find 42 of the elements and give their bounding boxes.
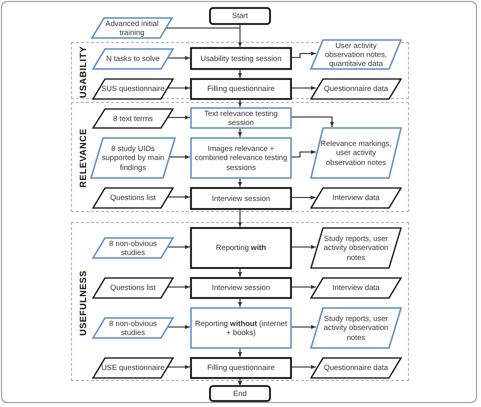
section-heading: RELEVANCE (78, 128, 88, 188)
section-panel (71, 222, 409, 381)
data-parallelogram (311, 40, 401, 69)
data-parallelogram (93, 318, 173, 338)
arrow (166, 28, 242, 48)
terminal-box (210, 386, 270, 401)
process-box (191, 278, 291, 298)
terminal-box (210, 8, 270, 24)
arrow (238, 376, 242, 386)
data-parallelogram (92, 18, 172, 38)
process-box (191, 308, 291, 348)
process-box (191, 188, 291, 209)
data-parallelogram (93, 109, 173, 128)
arrow (290, 325, 316, 329)
data-parallelogram (91, 138, 175, 178)
arrow (238, 208, 242, 228)
arrow (290, 150, 316, 158)
data-parallelogram (311, 228, 401, 268)
data-parallelogram (311, 188, 401, 208)
data-parallelogram (93, 278, 173, 298)
process-box (191, 358, 291, 378)
data-parallelogram (311, 278, 401, 298)
data-parallelogram (93, 79, 173, 99)
process-box (191, 79, 291, 99)
section-heading: USEFULNESS (78, 270, 88, 336)
section-heading: USABILITY (78, 46, 88, 98)
data-parallelogram (93, 238, 173, 258)
section-panel (71, 102, 409, 212)
data-parallelogram (311, 128, 401, 178)
data-parallelogram (311, 358, 401, 378)
process-box (191, 108, 291, 128)
process-box (191, 228, 291, 268)
section-panel (71, 42, 409, 99)
arrow (290, 116, 334, 128)
data-parallelogram (311, 79, 401, 99)
data-parallelogram (93, 358, 173, 378)
data-parallelogram (93, 188, 173, 208)
data-parallelogram (311, 308, 401, 348)
process-box (191, 48, 291, 69)
arrow (238, 98, 242, 108)
process-box (191, 138, 291, 178)
data-parallelogram (93, 49, 173, 69)
